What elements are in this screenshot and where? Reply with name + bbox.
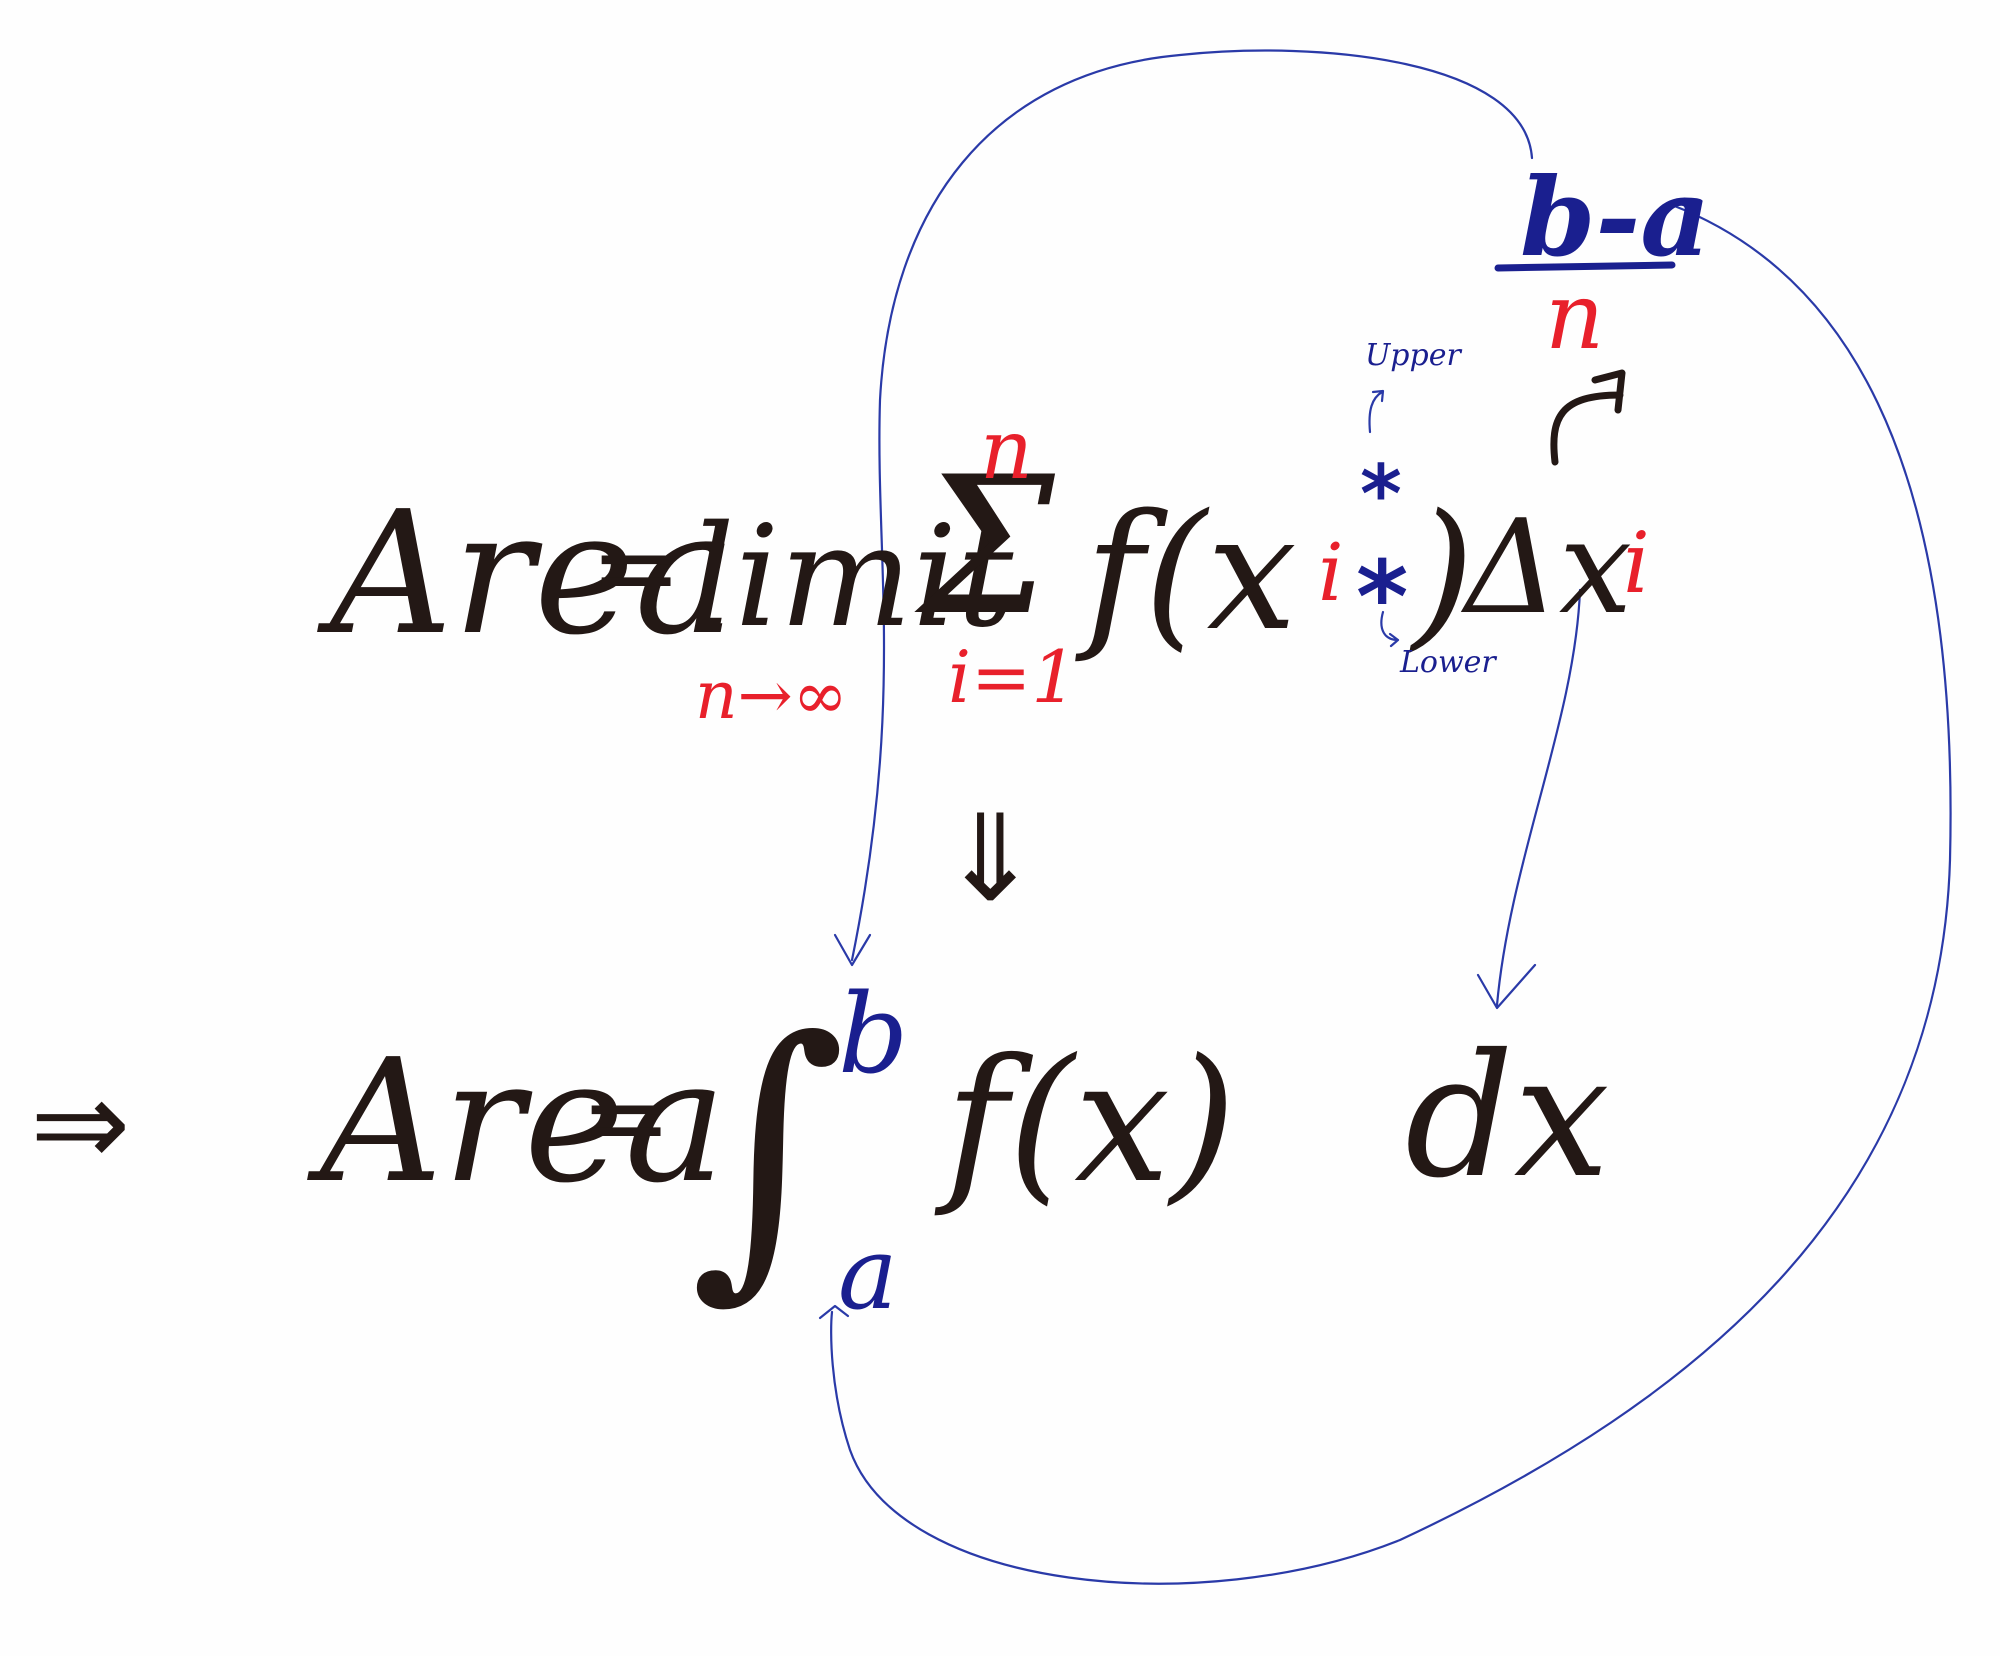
- lower-limit-a: a: [838, 1215, 898, 1332]
- arrow-deltax-to-dx: [1495, 588, 1582, 1007]
- equals-sign-bottom: =: [580, 1053, 672, 1181]
- integral-sign: ∫: [690, 977, 846, 1326]
- arrow-ba-to-lower-limit-head: [818, 1304, 850, 1320]
- sigma-lower-limit: i=1: [948, 635, 1077, 719]
- sigma-upper-limit: n: [980, 403, 1033, 498]
- lower-note-arrow: [1380, 610, 1400, 648]
- limit-word: limit: [690, 496, 1014, 659]
- function-open: f(x: [1075, 479, 1297, 666]
- fraction-denominator: n: [1545, 263, 1604, 370]
- upper-limit-b: b: [838, 970, 908, 1098]
- lower-note: Lower: [1399, 645, 1497, 680]
- implies-arrow: ⇒: [30, 1055, 131, 1194]
- sigma-symbol: Σ: [914, 436, 1056, 657]
- star-upper-symbol: *: [1360, 448, 1402, 541]
- down-double-arrow: ⇓: [940, 790, 1041, 929]
- arrow-ba-to-upper-limit-head: [833, 933, 872, 967]
- x-subscript-i: i: [1318, 526, 1344, 619]
- area-label-top: Area: [317, 475, 736, 673]
- close-paren-top: ): [1409, 479, 1474, 666]
- upper-note: Upper: [1365, 338, 1462, 373]
- area-label-bottom: Area: [307, 1023, 726, 1221]
- arrow-ba-to-upper-limit: [850, 49, 1534, 962]
- delta-x: Δx: [1460, 491, 1632, 643]
- arrow-deltax-to-dx-head: [1476, 963, 1537, 1010]
- differential-dx: dx: [1405, 1018, 1610, 1216]
- star-lower-symbol: *: [1356, 539, 1408, 656]
- equals-sign-top: =: [590, 503, 682, 631]
- fraction-bar: [1494, 261, 1676, 272]
- delta-x-subscript-i: i: [1623, 514, 1650, 612]
- upper-note-arrow: [1368, 389, 1385, 434]
- fraction-numerator: b-a: [1520, 155, 1710, 281]
- integrand: f(x): [934, 1023, 1236, 1221]
- arrow-ba-to-lower-limit: [830, 203, 1952, 1585]
- deltax-to-fraction-arrow: [1550, 369, 1626, 466]
- limit-subscript: n→∞: [695, 657, 848, 734]
